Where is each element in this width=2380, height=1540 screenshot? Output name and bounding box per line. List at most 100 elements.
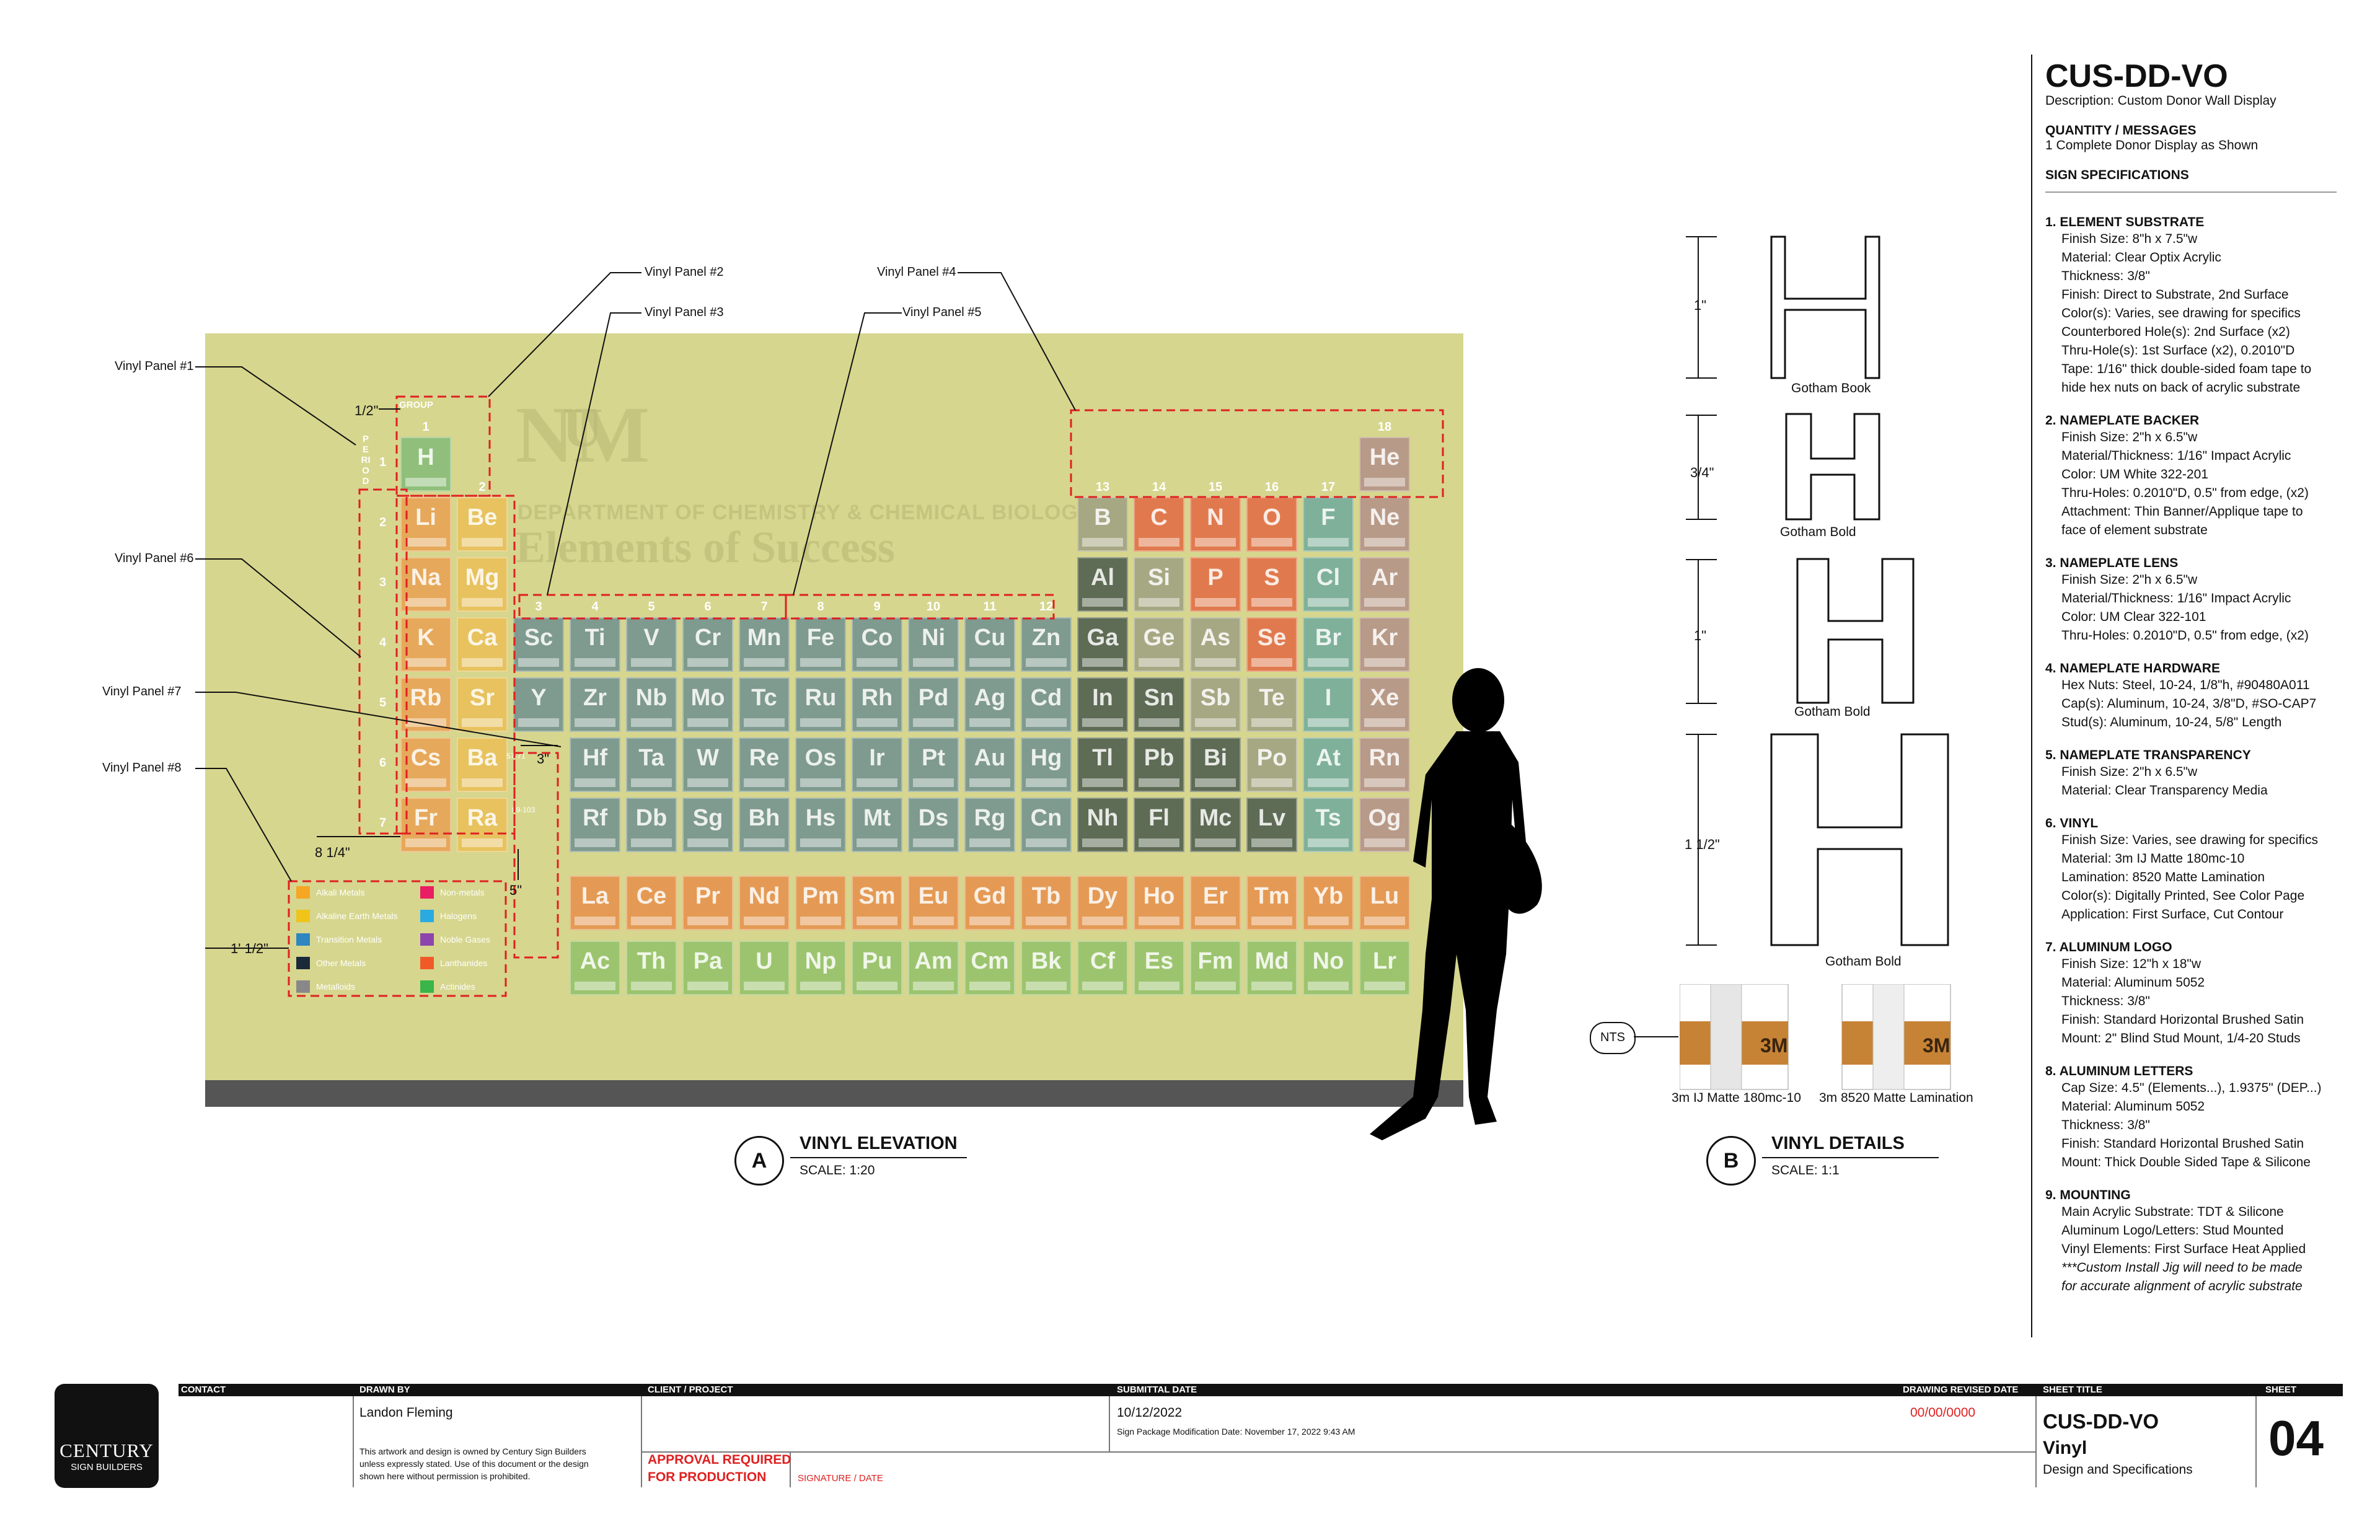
element-ru: Ru [795,677,846,732]
nameplate [687,658,728,667]
element-symbol: Cm [971,948,1009,974]
element-bk: Bk [1021,941,1072,995]
element-at: At [1303,737,1354,792]
legend-swatch [420,933,434,946]
dim-5-inch: 5" [509,882,522,898]
nameplate [687,838,728,847]
element-symbol: Bi [1204,745,1227,771]
spec-line: Thickness: 3/8" [2061,269,2150,283]
nameplate [1082,778,1123,787]
element-ho: Ho [1134,876,1184,930]
element-nd: Nd [739,876,790,930]
element-lv: Lv [1246,798,1297,852]
section-a-rule [790,1157,967,1158]
section-marker-b: B [1706,1136,1756,1186]
element-symbol: Mt [863,805,891,831]
element-p: P [1190,557,1241,612]
signature-field[interactable]: SIGNATURE / DATE [798,1473,883,1484]
element-cl: Cl [1303,557,1354,612]
element-v: V [626,617,677,672]
nameplate [1308,917,1349,925]
title-sub: Design and Specifications [2043,1463,2193,1477]
nameplate [1139,538,1179,547]
element-symbol: Ds [918,805,949,831]
nameplate [1195,838,1236,847]
element-sn: Sn [1134,677,1184,732]
nameplate [969,982,1010,990]
element-symbol: Cf [1090,948,1116,974]
element-pt: Pt [908,737,959,792]
element-symbol: Th [637,948,666,974]
spec-line: Thru-Hole(s): 1st Surface (x2), 0.2010"D [2061,343,2295,358]
element-hg: Hg [1021,737,1072,792]
group-number: 3 [535,600,542,614]
element-al: Al [1077,557,1128,612]
font-label-gotham-bold-2: Gotham Bold [1794,705,1871,719]
nameplate [1195,982,1236,990]
element-symbol: Rg [974,805,1006,831]
spec-heading: 7. ALUMINUM LOGO [2045,940,2172,954]
element-symbol: Sr [469,685,495,711]
element-symbol: Am [914,948,953,974]
titleblock-header-bar [178,1384,2343,1396]
callout-vinyl-panel-4: Vinyl Panel #4 [877,265,956,279]
tb-label-drawn-by: DRAWN BY [359,1384,410,1395]
spec-line: Application: First Surface, Cut Contour [2061,907,2284,922]
element-symbol: La [581,883,609,909]
element-pu: Pu [852,941,902,995]
legend-swatch [296,886,310,899]
spec-line: Thru-Holes: 0.2010"D, 0.5" from edge, (x… [2061,486,2309,500]
spec-line: Counterbored Hole(s): 2nd Surface (x2) [2061,325,2290,339]
copyright-line-2: unless expressly stated. Use of this doc… [359,1459,589,1469]
element-as: As [1190,617,1241,672]
nameplate [1139,718,1179,727]
element-na: Na [400,557,451,612]
sample-label-1: 3m IJ Matte 180mc-10 [1672,1091,1801,1105]
nameplate [1308,838,1349,847]
element-am: Am [908,941,959,995]
element-sb: Sb [1190,677,1241,732]
nameplate [575,982,615,990]
element-rb: Rb [400,677,451,732]
letter-h-gotham-bold-icon [1796,558,1915,704]
sheet-code: CUS-DD-VO [2045,58,2228,94]
nameplate [1251,778,1292,787]
sample-label-2: 3m 8520 Matte Lamination [1819,1091,1973,1105]
spec-line: for accurate alignment of acrylic substr… [2061,1279,2303,1293]
spec-line: face of element substrate [2061,523,2208,537]
element-rf: Rf [570,798,620,852]
element-fl: Fl [1134,798,1184,852]
element-symbol: Pb [1144,745,1175,771]
element-symbol: Eu [918,883,949,909]
section-marker-a: A [734,1136,784,1186]
nts-badge: NTS [1590,1022,1636,1054]
spec-line: Finish Size: 2"h x 6.5"w [2061,573,2198,587]
element-symbol: Fl [1148,805,1170,831]
nameplate [1364,917,1405,925]
svg-text:U: U [563,397,603,459]
spec-line: Main Acrylic Substrate: TDT & Silicone [2061,1205,2284,1219]
legend-swatch [420,957,434,969]
element-cd: Cd [1021,677,1072,732]
nameplate [1308,658,1349,667]
element-symbol: Sc [524,625,553,651]
legend-swatch [420,980,434,993]
spec-line: Material: Clear Transparency Media [2061,783,2268,798]
dim-1ft-half: 1' 1/2" [231,941,268,956]
element-symbol: Tl [1092,745,1113,771]
element-symbol: Se [1257,625,1287,651]
element-rh: Rh [852,677,902,732]
spec-line: Mount: 2" Blind Stud Mount, 1/4-20 Studs [2061,1031,2301,1045]
element-symbol: Pt [922,745,945,771]
element-symbol: Sn [1144,685,1175,711]
group-number: 14 [1152,480,1166,494]
legend-label: Other Metals [316,958,366,968]
spec-line: ***Custom Install Jig will need to be ma… [2061,1261,2303,1275]
element-tl: Tl [1077,737,1128,792]
element-symbol: Lr [1373,948,1396,974]
range-label-actin: 89-103 [512,806,536,814]
nameplate [1195,718,1236,727]
element-symbol: Co [861,625,893,651]
element-symbol: Nd [748,883,780,909]
headline: Elements of Success [516,522,895,572]
